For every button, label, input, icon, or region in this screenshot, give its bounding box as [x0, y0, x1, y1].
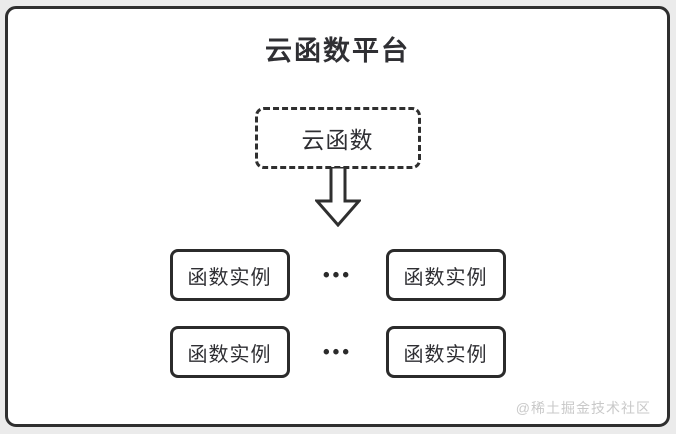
instance-row: 函数实例 ••• 函数实例 — [169, 326, 506, 378]
platform-frame: 云函数平台 云函数 函数实例 ••• 函数实例 函数实例 ••• 函数实例 @稀… — [5, 6, 670, 427]
ellipsis-dots: ••• — [323, 341, 352, 363]
instance-grid: 函数实例 ••• 函数实例 函数实例 ••• 函数实例 — [169, 249, 506, 378]
ellipsis-dots: ••• — [323, 264, 352, 286]
function-instance-node: 函数实例 — [385, 326, 506, 378]
instance-row: 函数实例 ••• 函数实例 — [169, 249, 506, 301]
function-instance-node: 函数实例 — [169, 249, 290, 301]
function-instance-node: 函数实例 — [385, 249, 506, 301]
down-arrow-icon — [313, 165, 362, 228]
cloud-function-node: 云函数 — [254, 107, 421, 169]
function-instance-node: 函数实例 — [169, 326, 290, 378]
watermark: @稀土掘金技术社区 — [515, 400, 651, 416]
page-title: 云函数平台 — [265, 36, 410, 66]
